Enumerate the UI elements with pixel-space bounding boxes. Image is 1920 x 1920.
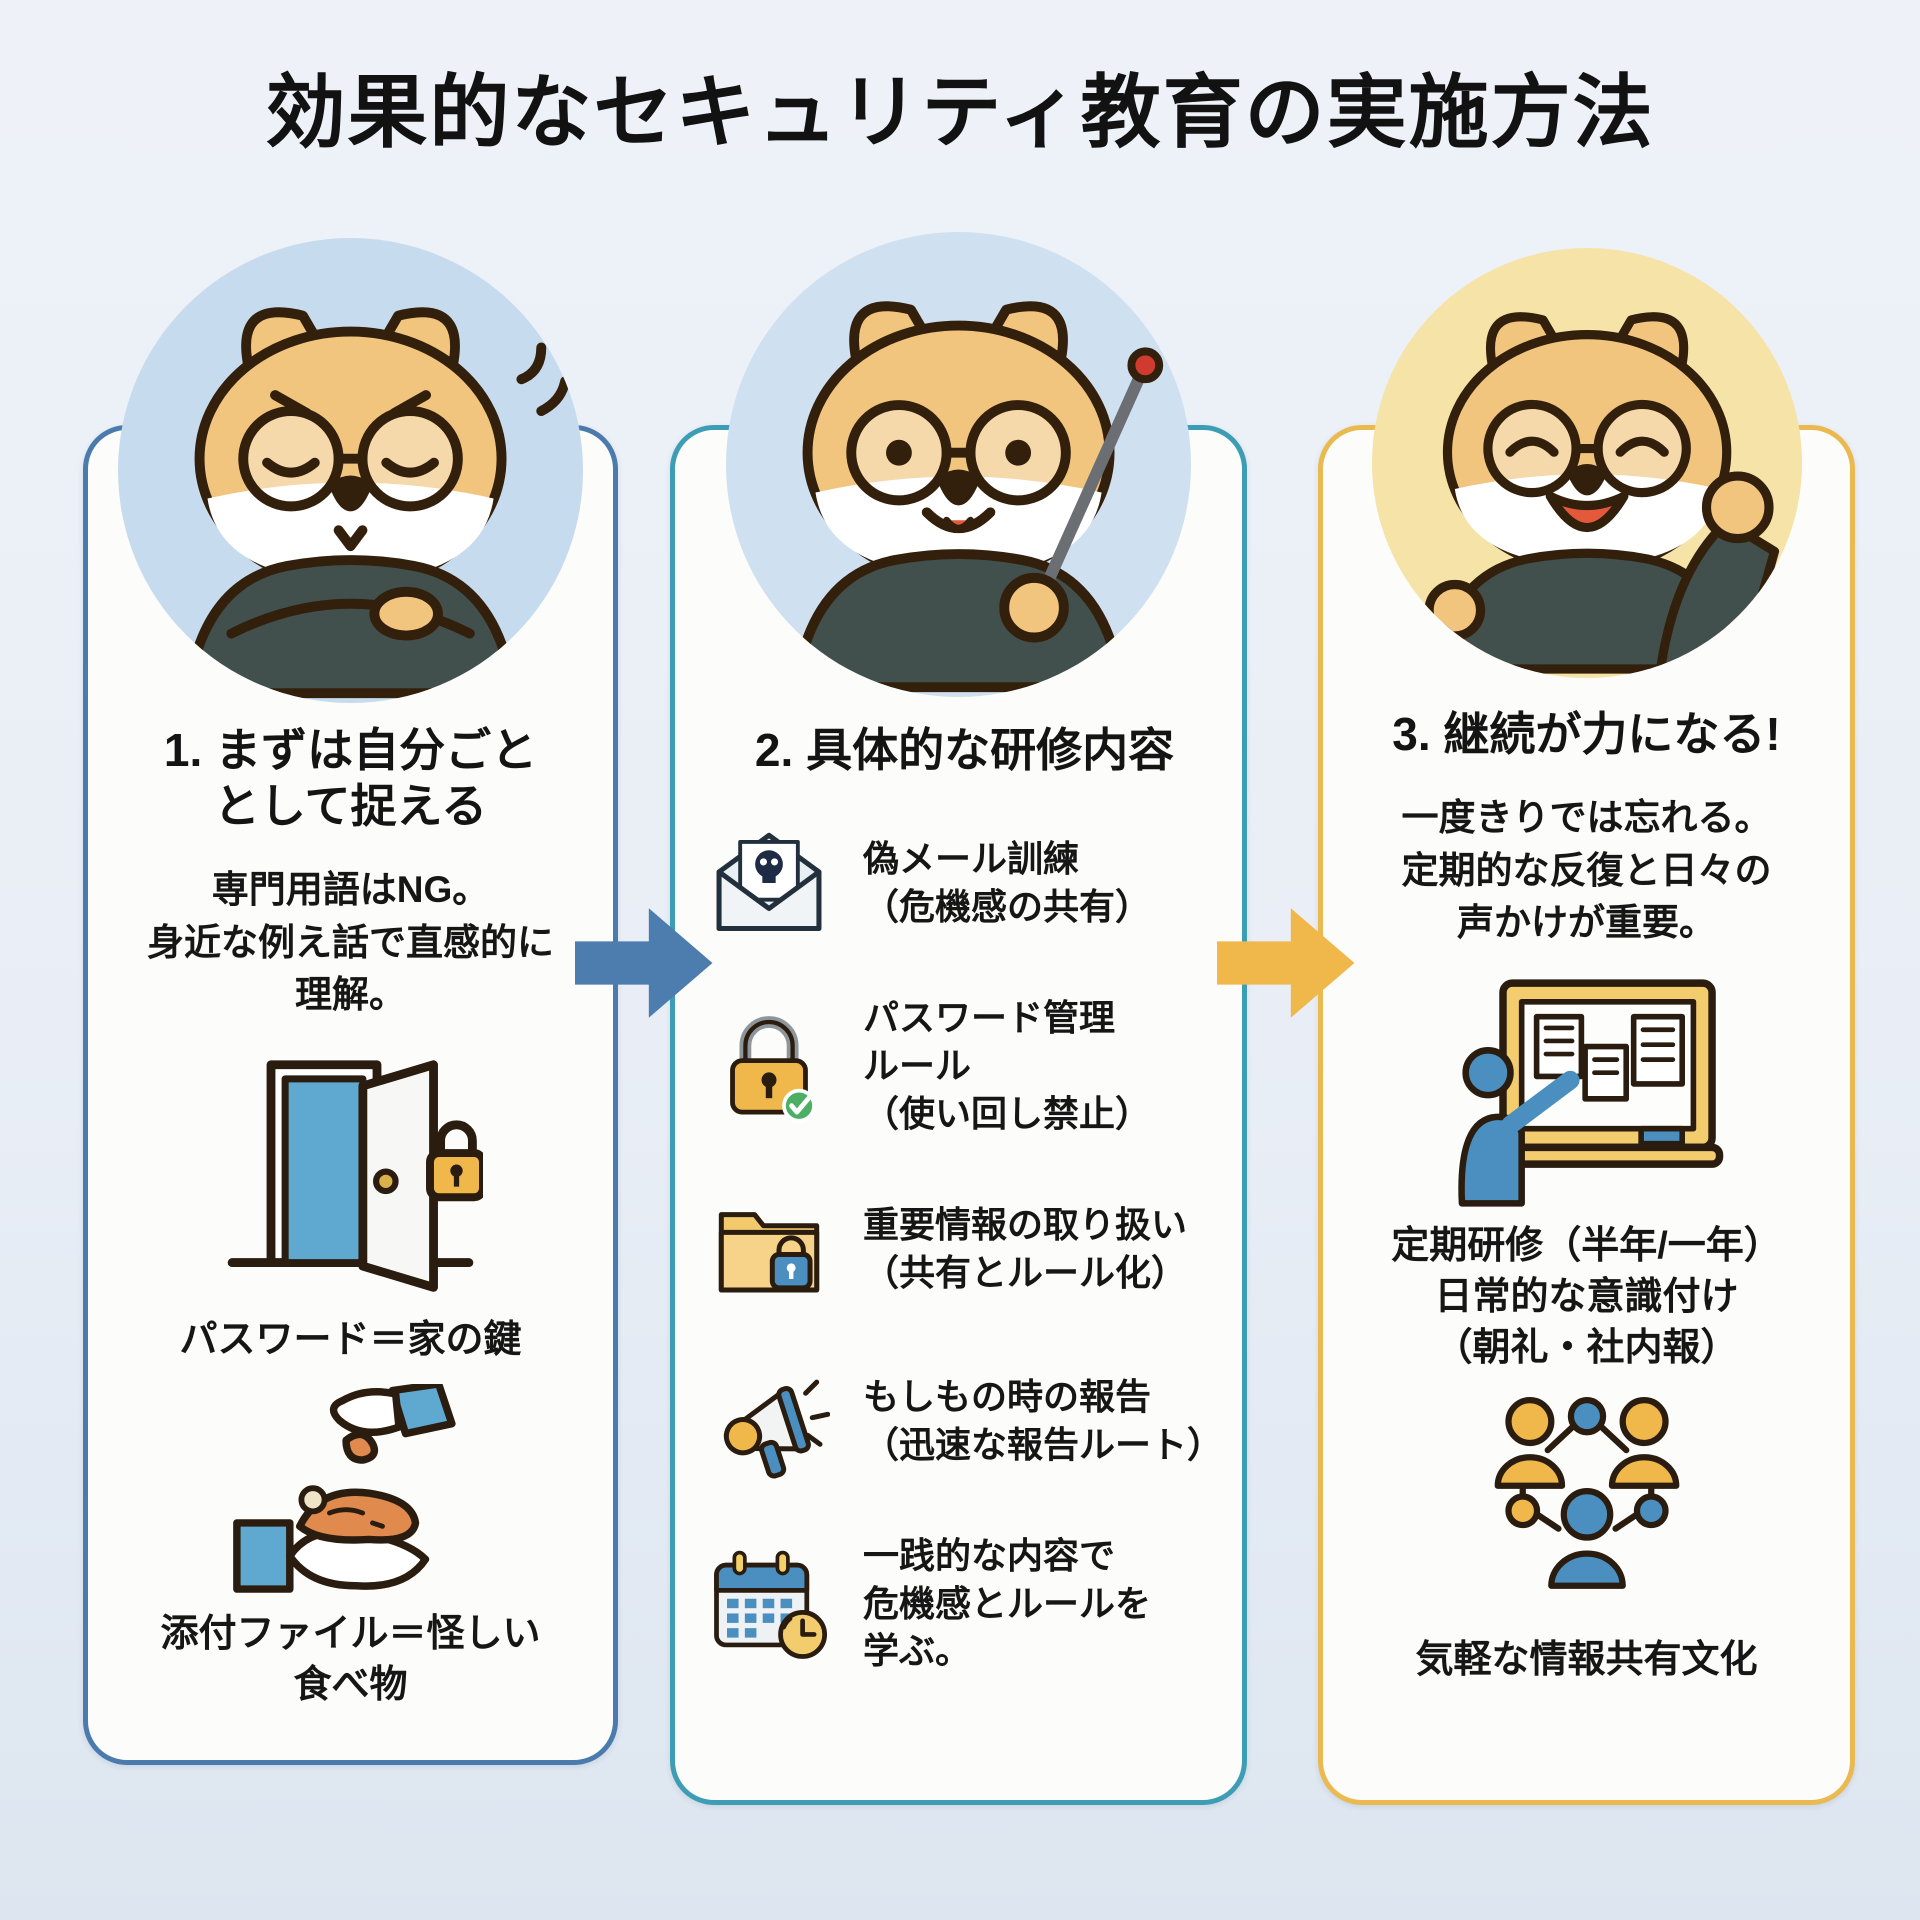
training-item: 重要情報の取り扱い （共有とルール化） xyxy=(705,1188,1224,1310)
training-item: 偽メール訓練 （危機感の共有） xyxy=(705,822,1224,944)
secure-folder-icon xyxy=(705,1188,833,1310)
example-caption: パスワード＝家の鍵 xyxy=(179,1318,522,1361)
flow-arrow-right-icon xyxy=(1212,893,1362,1033)
phishing-mail-icon xyxy=(705,822,833,944)
step-1-heading: 1. まずは自分ごと として捉える xyxy=(163,724,538,833)
training-item: 一践的な内容で 危機感とルールを 学ぶ。 xyxy=(705,1532,1224,1676)
example-caption: 添付ファイル＝怪しい 食べ物 xyxy=(160,1613,541,1707)
password-lock-icon xyxy=(705,1007,833,1125)
door-lock-icon xyxy=(218,1040,483,1305)
calendar-clock-icon xyxy=(705,1546,833,1662)
panel-step-2: 2. 具体的な研修内容 xyxy=(670,425,1247,1805)
megaphone-icon xyxy=(705,1360,833,1482)
page-title: 効果的なセキュリティ教育の実施方法 xyxy=(265,68,1655,157)
step-3-intro: 一度きりでは忘れる。 定期的な反復と日々の 声かけが重要。 xyxy=(1401,797,1772,944)
training-item-text: 一践的な内容で 危機感とルールを 学ぶ。 xyxy=(863,1534,1152,1672)
training-item-text: もしもの時の報告 （迅速な報告ルート） xyxy=(863,1375,1224,1465)
training-item-text: 重要情報の取り扱い （共有とルール化） xyxy=(863,1203,1188,1293)
hand-food-icon xyxy=(226,1384,476,1599)
step-1-intro: 専門用語はNG。 身近な例え話で直感的に 理解。 xyxy=(147,869,554,1016)
step-2-heading: 2. 具体的な研修内容 xyxy=(754,724,1175,776)
shiba-cheering-avatar xyxy=(1372,248,1802,678)
flow-arrow-right-icon xyxy=(570,893,720,1033)
training-item: パスワード管理 ルール （使い回し禁止） xyxy=(705,994,1224,1138)
example-caption: 定期研修（半年/一年） 日常的な意識付け （朝礼・社内報） xyxy=(1391,1224,1782,1370)
step-3-heading: 3. 継続が力になる! xyxy=(1392,708,1781,760)
people-network-icon xyxy=(1462,1393,1712,1625)
example-caption: 気軽な情報共有文化 xyxy=(1415,1638,1758,1681)
training-item-text: 偽メール訓練 （危機感の共有） xyxy=(863,838,1152,928)
shiba-stern-avatar xyxy=(118,238,583,703)
training-item-text: パスワード管理 ルール （使い回し禁止） xyxy=(863,997,1152,1134)
shiba-teacher-avatar xyxy=(726,232,1191,697)
training-item: もしもの時の報告 （迅速な報告ルート） xyxy=(705,1360,1224,1482)
panel-step-3: 3. 継続が力になる! 一度きりでは忘れる。 定期的な反復と日々の 声かけが重要… xyxy=(1318,425,1855,1805)
bulletin-board-icon xyxy=(1447,968,1727,1211)
